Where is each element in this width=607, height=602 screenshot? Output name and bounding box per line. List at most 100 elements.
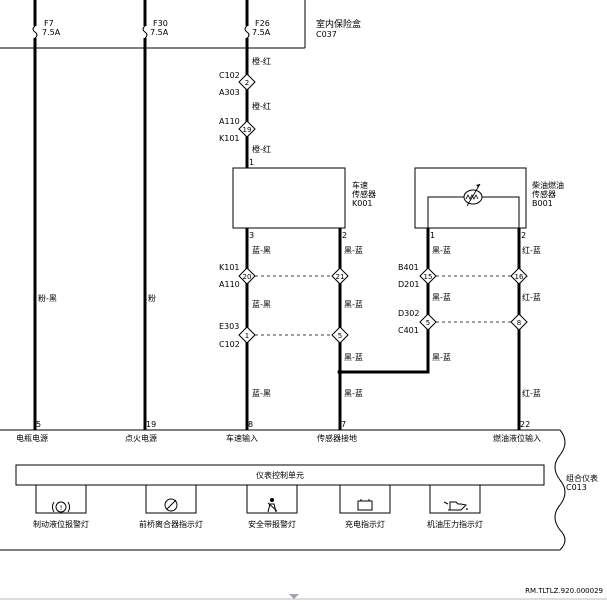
svg-text:5: 5 — [338, 332, 342, 340]
connector-code: K101 — [219, 263, 240, 272]
wire-color-label: 红-蓝 — [522, 292, 541, 302]
connector-diamond: 1 — [238, 326, 256, 344]
wire-color-label: 橙-红 — [252, 56, 271, 66]
fuse-f30: F30 7.5A — [142, 0, 169, 48]
fuel-sensor-name: 传感器 — [532, 189, 556, 199]
connector-diamond: 19 — [238, 120, 256, 138]
connector-code: A303 — [219, 88, 240, 97]
wire-color-label: 黑-蓝 — [344, 245, 363, 255]
connector-diamond: 5 — [331, 326, 349, 344]
battery-icon — [357, 499, 373, 511]
wire-color-label: 蓝-黑 — [252, 245, 271, 255]
fuel-sensor-name: 柴油燃油 — [532, 180, 564, 190]
connector-code: D302 — [398, 309, 419, 318]
pin-function-label: 燃油液位输入 — [493, 433, 541, 443]
wire-color-label: 蓝-黑 — [252, 388, 271, 398]
speed-sensor: 车速 传感器 K001 3 2 — [232, 167, 376, 240]
connector-diamond: 20 — [238, 267, 256, 285]
connector-code: A110 — [219, 280, 240, 289]
oil-can-icon — [443, 501, 468, 511]
pin-number: 7 — [341, 420, 346, 429]
lamp-label: 制动液位报警灯 — [33, 519, 89, 529]
lamp-oil-pressure: 机油压力指示灯 — [427, 484, 483, 529]
svg-text:19: 19 — [243, 126, 252, 134]
wire-color-label: 黑-蓝 — [344, 388, 363, 398]
control-unit-label: 仪表控制单元 — [256, 470, 304, 480]
connector-diamond: 8 — [510, 313, 528, 331]
instrument-cluster: 5 19 8 7 22 电瓶电源 点火电源 车速输入 传感器接地 燃油液位输入 … — [0, 420, 598, 551]
pin-number: 19 — [146, 420, 156, 429]
fuse-symbol-icon — [32, 25, 38, 39]
seatbelt-icon — [267, 498, 278, 513]
wire-color-label: 蓝-黑 — [252, 299, 271, 309]
fuse-rating: 7.5A — [42, 28, 61, 37]
fuel-sensor: 柴油燃油 传感器 B001 1 2 — [414, 167, 564, 240]
connector-diamond: 21 — [331, 267, 349, 285]
connector-code: A110 — [219, 117, 240, 126]
fuel-sensor-code: B001 — [532, 199, 553, 208]
pin-number: 22 — [520, 420, 530, 429]
svg-text:21: 21 — [336, 273, 345, 281]
wire-color-label: 黑-蓝 — [344, 299, 363, 309]
pin-function-label: 点火电源 — [125, 433, 157, 443]
pin-number: 5 — [36, 420, 41, 429]
brake-warning-icon: ! — [52, 501, 70, 513]
lamp-front-axle-clutch: 前桥离合器指示灯 — [139, 484, 203, 529]
wire-color-label: 粉-黑 — [38, 293, 57, 303]
fuse-f7: F7 7.5A — [32, 0, 61, 48]
splice-node — [337, 369, 343, 375]
fuse-box: 室内保险盒 C037 F7 7.5A F30 7.5A F26 7.5A — [0, 0, 361, 49]
lamp-seatbelt: 安全带报警灯 — [246, 484, 298, 529]
wire-color-label: 橙-红 — [252, 101, 271, 111]
wire-color-label: 橙-红 — [252, 144, 271, 154]
fuse-id: F26 — [255, 19, 270, 28]
fuse-box-code: C037 — [316, 30, 337, 39]
wire-color-label: 红-蓝 — [522, 245, 541, 255]
connector-diamond: 5 — [419, 313, 437, 331]
cluster-break-line — [554, 429, 566, 551]
wire-color-label: 黑-蓝 — [432, 245, 451, 255]
svg-text:5: 5 — [426, 319, 430, 327]
pin-function-label: 传感器接地 — [317, 433, 357, 443]
fuse-rating: 7.5A — [150, 28, 169, 37]
connector-diamond: 16 — [510, 267, 528, 285]
gauge-needle-icon — [164, 498, 178, 512]
lamp-brake-warning: ! 制动液位报警灯 — [33, 484, 89, 529]
connector-code: B401 — [398, 263, 419, 272]
pin-function-label: 电瓶电源 — [16, 433, 48, 443]
cluster-code: C013 — [566, 483, 587, 492]
chevron-down-icon[interactable] — [289, 594, 299, 599]
pin-number: 2 — [342, 231, 347, 240]
lamp-label: 机油压力指示灯 — [427, 519, 483, 529]
speed-sensor-name: 车速 — [352, 180, 368, 190]
fuse-symbol-icon — [244, 25, 250, 39]
pin-number: 1 — [249, 158, 254, 167]
lamp-label: 充电指示灯 — [345, 519, 385, 529]
speed-sensor-code: K001 — [352, 199, 373, 208]
pin-number: 8 — [248, 420, 253, 429]
fuse-id: F30 — [153, 19, 168, 28]
lamp-label: 安全带报警灯 — [248, 519, 296, 529]
fuse-rating: 7.5A — [252, 28, 271, 37]
connector-diamond: 15 — [419, 267, 437, 285]
connector-code: C102 — [219, 340, 240, 349]
wire-color-label: 黑-蓝 — [432, 352, 451, 362]
svg-text:!: ! — [60, 504, 63, 512]
speed-sensor-box — [232, 167, 346, 229]
pin-function-label: 车速输入 — [226, 433, 258, 443]
lamp-label: 前桥离合器指示灯 — [139, 519, 203, 529]
connector-code: C102 — [219, 71, 240, 80]
lamp-charging: 充电指示灯 — [339, 484, 391, 529]
svg-text:16: 16 — [515, 273, 524, 281]
pin-number: 2 — [521, 231, 526, 240]
svg-text:20: 20 — [243, 273, 252, 281]
svg-text:8: 8 — [517, 319, 521, 327]
fuse-box-name: 室内保险盒 — [316, 18, 361, 30]
connector-code: D201 — [398, 280, 419, 289]
svg-text:2: 2 — [245, 79, 249, 87]
connector-code: C401 — [398, 326, 419, 335]
wire-color-label: 黑-蓝 — [344, 352, 363, 362]
wire-color-label: 红-蓝 — [522, 388, 541, 398]
document-reference: RM.TLTLZ.920.000029 — [525, 587, 603, 595]
